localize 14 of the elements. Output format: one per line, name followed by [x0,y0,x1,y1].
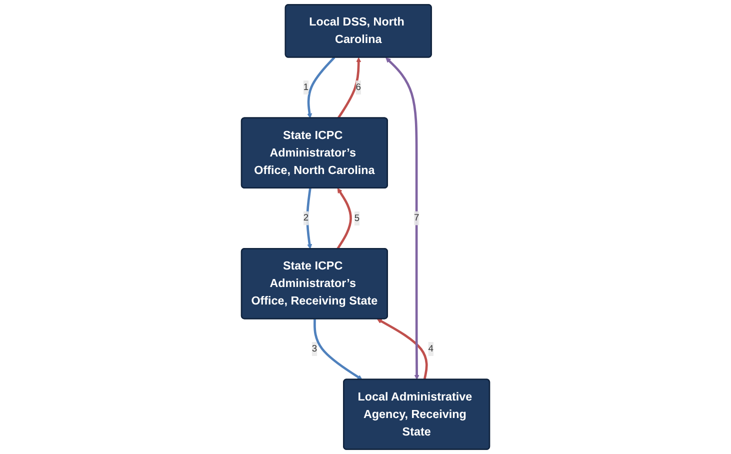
arrow [306,188,312,250]
edge-label: 6 [356,82,361,92]
edge-label: 4 [428,344,434,354]
arrow [376,318,428,380]
arrow [386,57,420,380]
arrow [314,318,362,380]
edge-label: 2 [303,212,309,223]
edge-label: 7 [414,212,420,223]
arrow [337,57,362,119]
edge-label: 1 [303,82,309,92]
arrow [307,56,336,118]
edge-label: 5 [354,213,360,224]
edge-label: 3 [312,344,318,354]
arrow [336,188,352,250]
